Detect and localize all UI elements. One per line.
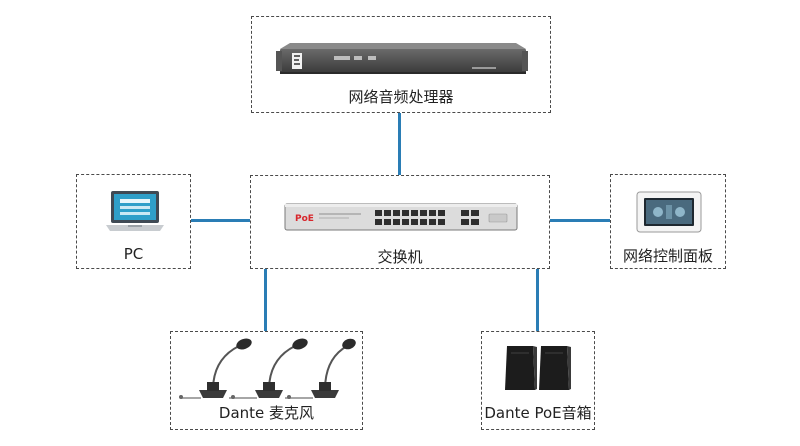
poe-switch-device-icon: PoE: [284, 203, 518, 231]
switch-label: 交换机: [377, 248, 423, 266]
link-pc-switch: [190, 219, 250, 222]
processor-label: 网络音频处理器: [348, 88, 454, 106]
panel-node: 网络控制面板: [610, 174, 726, 269]
speaker-node: Dante PoE音箱: [481, 331, 595, 430]
link-switch-panel: [548, 219, 611, 222]
panel-label: 网络控制面板: [622, 247, 713, 265]
audio-processor-device-icon: [276, 43, 528, 74]
gooseneck-microphone-icon: [179, 338, 356, 399]
link-processor-switch: [398, 113, 401, 175]
processor-node: 网络音频处理器: [251, 16, 551, 113]
link-switch-mic: [264, 268, 267, 331]
switch-brand-text: PoE: [295, 214, 314, 224]
speaker-label: Dante PoE音箱: [484, 404, 592, 422]
pc-label: PC: [123, 245, 144, 263]
laptop-icon: [106, 191, 164, 231]
link-switch-speaker: [536, 268, 539, 331]
switch-node: PoE 交换机: [250, 175, 550, 269]
pc-node: PC: [76, 174, 191, 269]
control-panel-device-icon: [636, 191, 702, 233]
mic-label: Dante 麦克风: [218, 404, 315, 422]
mic-node: Dante 麦克风: [170, 331, 363, 430]
speaker-pair-icon: [505, 346, 571, 390]
